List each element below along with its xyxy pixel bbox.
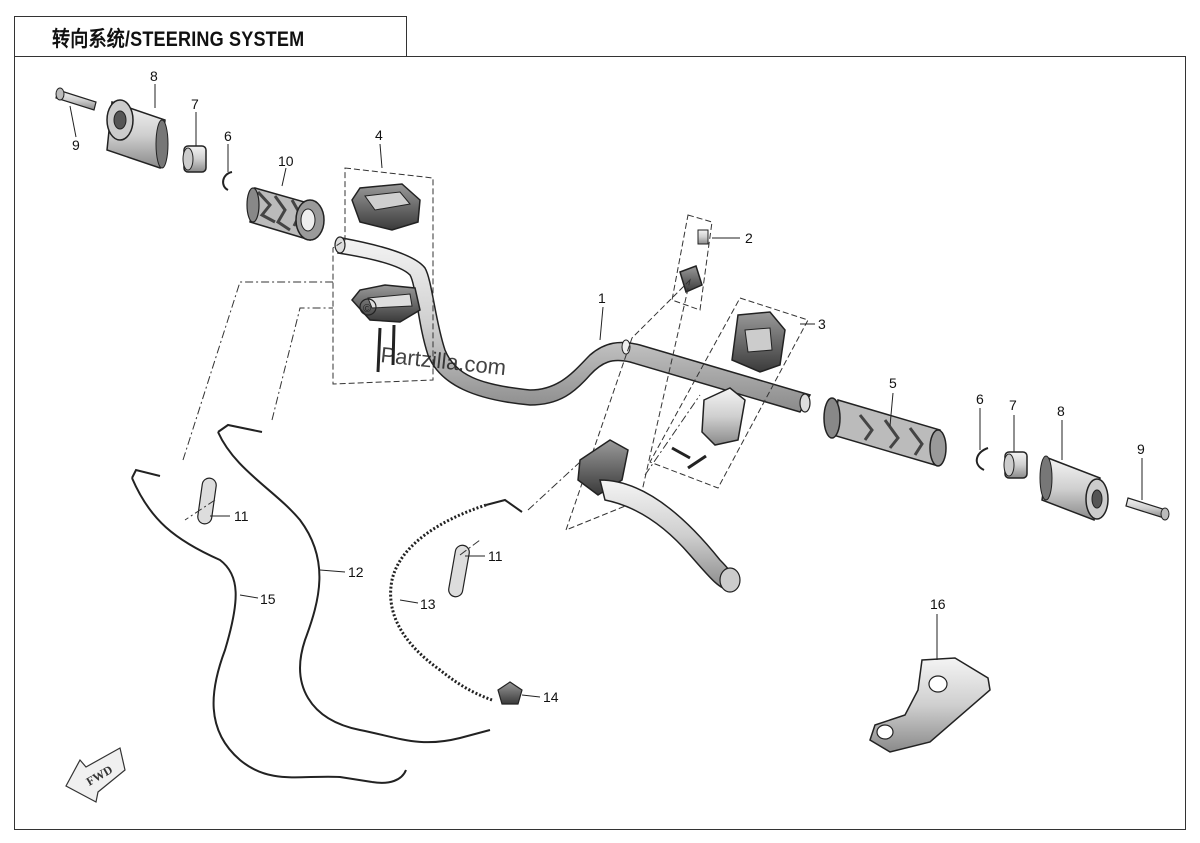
callout-7-right: 7 (1009, 397, 1017, 413)
collar-left-part-7 (182, 145, 207, 173)
callout-6-right: 6 (976, 391, 984, 407)
cable-part-13 (389, 503, 493, 702)
callout-11-right: 11 (488, 548, 503, 564)
callout-labels: 8 7 6 9 10 4 1 2 3 5 6 7 8 9 16 11 11 12… (72, 68, 1145, 705)
callout-7-left: 7 (191, 96, 199, 112)
callout-9-right: 9 (1137, 441, 1145, 457)
bolt-right-part-9 (1125, 497, 1170, 521)
callout-15: 15 (260, 591, 276, 607)
watermark-symbol: © (363, 303, 371, 315)
callout-13: 13 (420, 596, 436, 612)
title-box (14, 16, 407, 56)
callout-4: 4 (375, 127, 383, 143)
cable-part-15 (131, 477, 373, 783)
grip-right-part-5 (823, 397, 947, 467)
callout-1: 1 (598, 290, 606, 306)
throttle-grip-part-10 (246, 187, 325, 241)
bar-end-weight-right-part-8 (1039, 455, 1109, 522)
circlip-left-part-6 (222, 171, 233, 191)
callout-2: 2 (745, 230, 753, 246)
collar-right-part-7 (1003, 451, 1028, 479)
cable-part-12 (217, 431, 491, 744)
bar-end-weight-left-part-8 (106, 99, 169, 170)
cable-clip-part-11-left (197, 477, 217, 525)
callout-8-left: 8 (150, 68, 158, 84)
clamp-part-2 (671, 214, 713, 311)
callout-3: 3 (818, 316, 826, 332)
callout-14: 14 (543, 689, 559, 705)
cables (131, 423, 523, 784)
handlebar-part-1 (334, 236, 812, 413)
diagram-title: 转向系统/STEERING SYSTEM (52, 28, 305, 51)
callout-11-left: 11 (234, 508, 249, 524)
circlip-right-part-6 (975, 447, 989, 471)
cable-clip-part-11-right (448, 544, 470, 598)
right-switch-housing-part-3 (649, 297, 809, 489)
callout-5: 5 (889, 375, 897, 391)
left-switch-housing-part-4 (332, 167, 434, 385)
callout-12: 12 (348, 564, 364, 580)
bolt-left-part-9 (55, 87, 97, 111)
brake-lever-assembly (565, 278, 741, 593)
callout-10: 10 (278, 153, 294, 169)
callout-9-left: 9 (72, 137, 80, 153)
leader-lines (182, 281, 701, 556)
fwd-arrow: FWD (65, 747, 126, 803)
callout-6-left: 6 (224, 128, 232, 144)
bracket-part-16 (869, 657, 991, 753)
diagram-frame (14, 56, 1186, 830)
callout-16: 16 (930, 596, 946, 612)
callout-leaders (69, 84, 1143, 698)
cable-holder-part-14 (497, 681, 523, 705)
callout-8-right: 8 (1057, 403, 1065, 419)
